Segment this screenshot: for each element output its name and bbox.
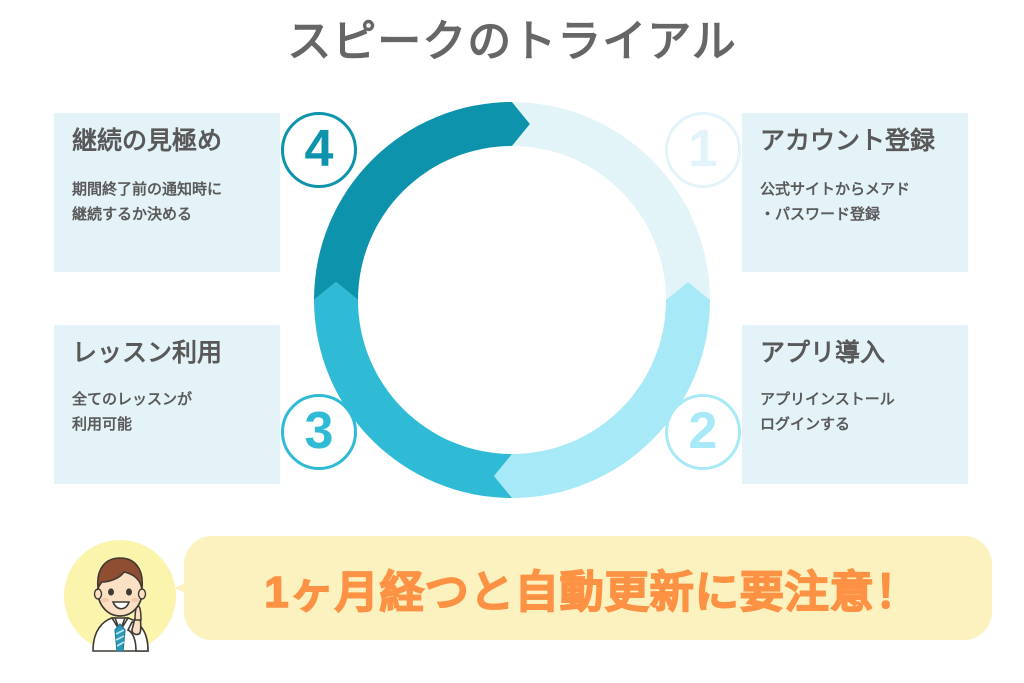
- step-1-title: アカウント登録: [760, 127, 936, 155]
- step-box-1: アカウント登録 公式サイトからメアド ・パスワード登録: [742, 113, 968, 272]
- avatar-tie-stripe-2: [115, 635, 125, 641]
- wheel-arrow-4: [314, 102, 530, 300]
- avatar-hair: [96, 557, 144, 591]
- male-student-pointing-up-avatar: [62, 538, 178, 654]
- step-2-desc-line-1: アプリインストール: [760, 390, 895, 408]
- wheel-arrow-3: [314, 282, 512, 498]
- avatar-eye-left: [108, 588, 114, 596]
- step-4-description: 期間終了前の通知時に 継続するか決める: [72, 178, 262, 228]
- avatar-blush-right: [131, 597, 139, 603]
- step-badge-4: 4: [281, 112, 357, 188]
- step-box-3: レッスン利用 全てのレッスンが 利用可能: [54, 325, 280, 484]
- step-2-description: アプリインストール ログインする: [760, 388, 950, 438]
- step-box-4: 継続の見極め 期間終了前の通知時に 継続するか決める: [54, 113, 280, 272]
- callout-bubble: [184, 536, 992, 640]
- step-3-desc-line-2: 利用可能: [72, 415, 133, 433]
- avatar-ear-left: [93, 588, 103, 600]
- step-1-description: 公式サイトからメアド ・パスワード登録: [760, 178, 950, 228]
- callout-text: 1ヶ月経つと自動更新に要注意！: [264, 567, 920, 618]
- step-badge-1: 1: [665, 112, 741, 188]
- callout-bubble-tail: [174, 562, 236, 614]
- step-1-desc-line-1: 公式サイトからメアド: [760, 180, 911, 198]
- wheel-arrow-2: [494, 282, 710, 498]
- avatar-tie-stripe-3: [116, 641, 125, 647]
- avatar-tie-stripe-1: [115, 629, 125, 635]
- step-4-title: 継続の見極め: [72, 127, 223, 155]
- avatar-ear-right: [137, 588, 147, 600]
- step-4-desc-line-2: 継続するか決める: [72, 205, 193, 223]
- avatar-blush-left: [101, 597, 109, 603]
- avatar-mouth: [111, 601, 131, 610]
- callout-section: 1ヶ月経つと自動更新に要注意！: [62, 524, 992, 656]
- wheel-center-hole: [412, 200, 612, 400]
- cycle-donut-chart: [312, 100, 712, 500]
- step-4-desc-line-1: 期間終了前の通知時に: [72, 180, 223, 198]
- step-3-desc-line-1: 全てのレッスンが: [72, 390, 193, 408]
- step-1-desc-line-2: ・パスワード登録: [760, 205, 881, 223]
- wheel-arrow-1: [512, 102, 710, 300]
- step-badge-2: 2: [665, 394, 741, 470]
- avatar-eye-right: [126, 588, 132, 596]
- step-2-title: アプリ導入: [760, 339, 886, 367]
- step-3-title: レッスン利用: [72, 339, 223, 367]
- step-3-description: 全てのレッスンが 利用可能: [72, 388, 262, 438]
- step-2-desc-line-2: ログインする: [760, 415, 851, 433]
- page-title: スピークのトライアル: [287, 17, 737, 66]
- step-box-2: アプリ導入 アプリインストール ログインする: [742, 325, 968, 484]
- step-badge-3: 3: [281, 394, 357, 470]
